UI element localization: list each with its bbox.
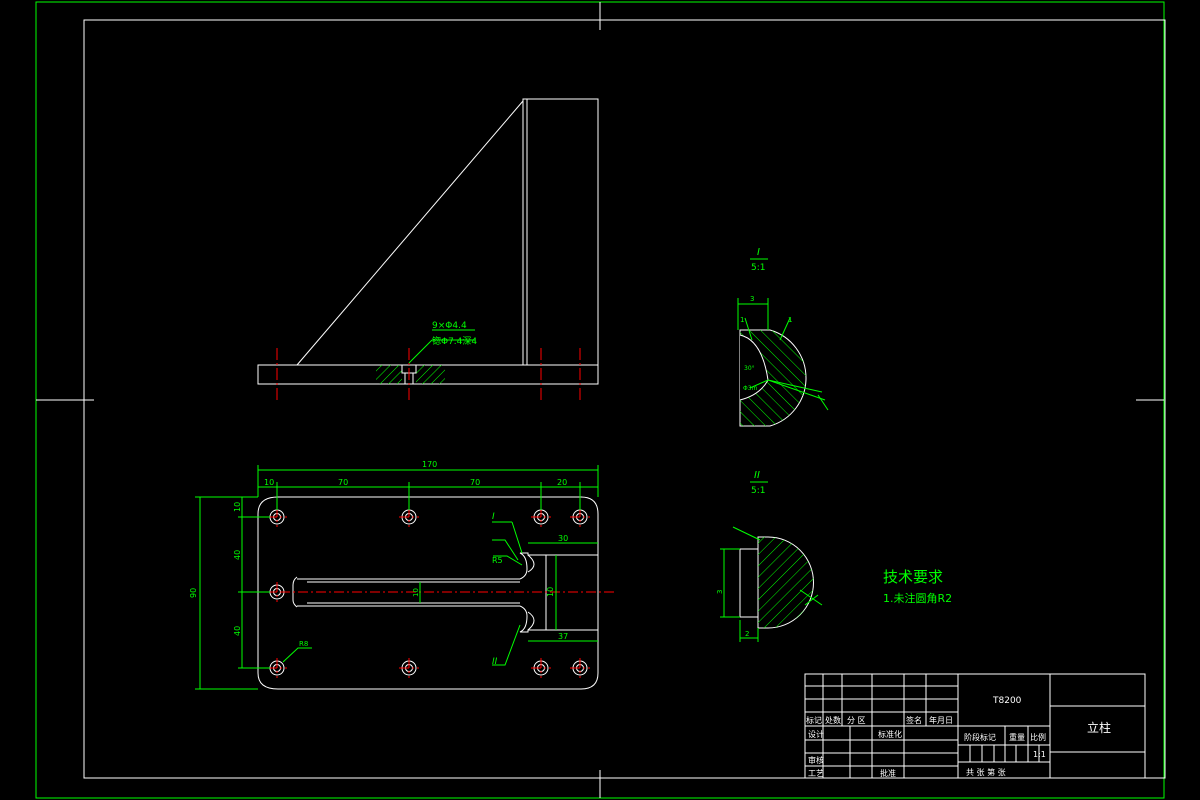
section-centerlines xyxy=(276,348,581,402)
label-weight: 重量 xyxy=(1009,732,1025,742)
detail-I-label: I xyxy=(757,247,760,258)
detail-II-scale: 5:1 xyxy=(751,486,765,496)
drawing-frame xyxy=(35,1,1166,799)
centering-marks xyxy=(36,2,1164,798)
center-slot xyxy=(292,552,598,633)
dim-top-2: 70 xyxy=(338,478,348,487)
front-section-view: 9×Φ4.4 锪Φ7.4深4 xyxy=(257,98,599,402)
plan-centerlines xyxy=(262,507,615,678)
dim-left-2: 40 xyxy=(233,550,242,560)
detail-I-dim-small: Φ3m xyxy=(743,385,758,392)
dim-top-1: 10 xyxy=(264,478,274,487)
label-sheets: 共 张 第 张 xyxy=(966,767,1006,777)
plan-view: 170 10 70 70 20 90 10 40 40 30 37 10 10 … xyxy=(189,460,615,690)
tech-req-title: 技术要求 xyxy=(883,568,943,586)
dim-total-width: 170 xyxy=(422,460,437,469)
detail-I-dim-b: 1 xyxy=(788,316,792,324)
dim-slot-height: 10 xyxy=(546,587,555,597)
label-zone: 分 区 xyxy=(847,716,866,725)
hole-callout-2: 锪Φ7.4深4 xyxy=(432,335,477,347)
section-hatch-left xyxy=(376,365,402,384)
dim-total-height: 90 xyxy=(189,588,198,598)
plan-dimensions xyxy=(195,465,599,690)
detail-II: II 5:1 3 2 xyxy=(716,470,823,642)
outer-border xyxy=(35,1,1165,799)
title-material: T8200 xyxy=(992,696,1022,706)
technical-requirements: 技术要求 1.未注圆角R2 xyxy=(883,568,952,605)
dim-top-4: 20 xyxy=(557,478,567,487)
detail-II-dim-bottom: 2 xyxy=(745,630,749,638)
detail-II-label: II xyxy=(754,470,760,481)
tech-req-item-1: 1.未注圆角R2 xyxy=(883,591,952,605)
label-review: 审核 xyxy=(808,755,824,765)
dim-slot-bottom: 37 xyxy=(558,632,568,641)
dim-slot-top: 30 xyxy=(558,534,568,543)
gusset-edge xyxy=(296,100,524,366)
dim-left-1: 10 xyxy=(233,502,242,512)
detail-II-dim-left: 3 xyxy=(716,590,724,594)
label-design: 设计 xyxy=(808,729,824,739)
title-part-name: 立柱 xyxy=(1087,720,1111,735)
label-approve: 批准 xyxy=(880,768,896,778)
label-marker: 标记 xyxy=(806,715,822,725)
inner-border xyxy=(83,19,1166,779)
label-scale: 比例 xyxy=(1030,732,1046,742)
detail-I: I 5:1 3 1 1 30° Φ3m xyxy=(737,247,829,427)
detail-I-dim-angle: 30° xyxy=(744,365,755,372)
label-signature: 签名 xyxy=(906,715,922,725)
detail-I-dim-top: 3 xyxy=(750,295,754,303)
hole-callout-leader xyxy=(408,329,475,364)
dim-left-3: 40 xyxy=(233,626,242,636)
dim-radius: R5 xyxy=(492,556,503,565)
label-process: 工艺 xyxy=(808,769,824,778)
hole-callout-1: 9×Φ4.4 xyxy=(432,321,467,331)
title-block-text: T8200 立柱 标记 处数 分 区 签名 年月日 设计 标准化 阶段标记 重量… xyxy=(806,696,1111,778)
section-hatch-right xyxy=(416,365,445,384)
label-date: 年月日 xyxy=(929,715,953,725)
dim-hole-radius: R8 xyxy=(299,640,308,648)
detail-I-dims xyxy=(737,298,829,411)
dim-top-3: 70 xyxy=(470,478,480,487)
detail-I-dim-a: 1 xyxy=(740,316,744,324)
dim-center-slot: 10 xyxy=(412,588,420,597)
label-standardize: 标准化 xyxy=(878,729,902,739)
scale-value: 1:1 xyxy=(1033,750,1046,759)
label-count: 处数 xyxy=(825,715,841,725)
leader-label-II: II xyxy=(492,657,498,667)
title-block xyxy=(804,673,1146,779)
leader-label-I: I xyxy=(492,512,495,522)
upright-plate xyxy=(522,98,599,366)
label-stage: 阶段标记 xyxy=(964,732,996,742)
detail-II-dims xyxy=(720,526,823,642)
detail-I-scale: 5:1 xyxy=(751,263,765,273)
plate-outline xyxy=(257,496,599,690)
